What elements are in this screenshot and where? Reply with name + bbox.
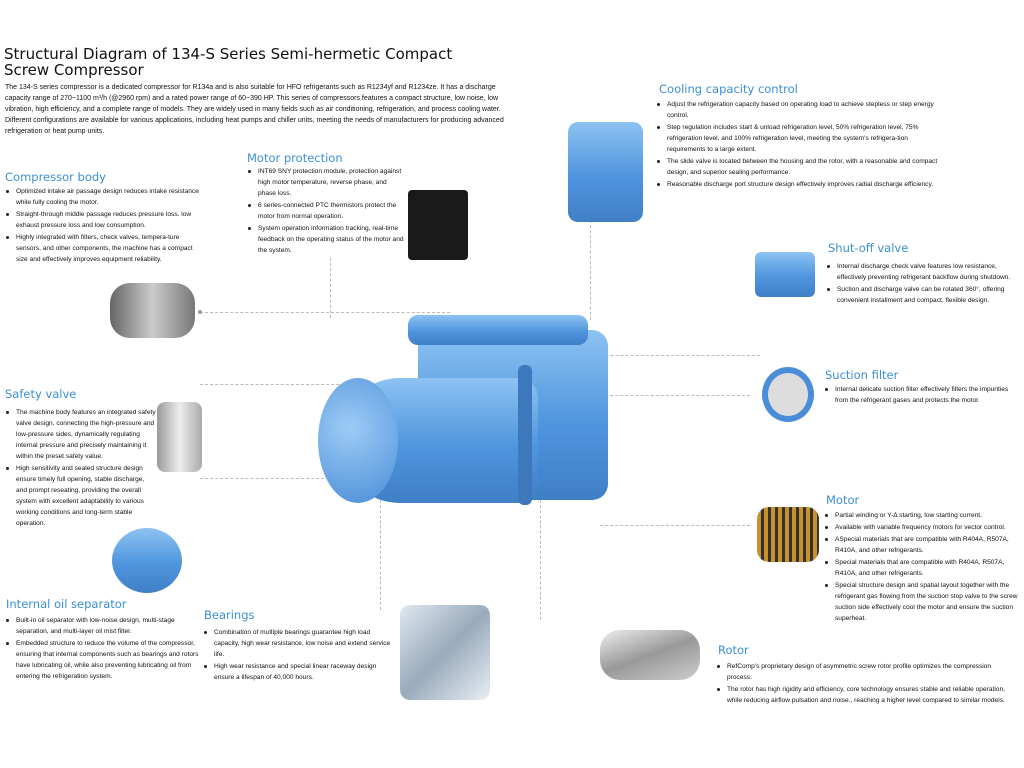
- list-item: System operation information tracking, r…: [246, 223, 404, 256]
- motor-list: Partial winding or Y-Δ starting, low sta…: [823, 510, 1023, 625]
- safety-valve-image: [157, 402, 202, 472]
- leader-line: [590, 220, 591, 320]
- shutoff-valve-list: Internal discharge check valve features …: [825, 261, 1023, 307]
- shutoff-valve-image: [755, 252, 815, 297]
- safety-valve-heading: Safety valve: [5, 387, 77, 401]
- list-item: The machine body features an integrated …: [4, 407, 156, 462]
- leader-line: [560, 355, 760, 356]
- bearings-heading: Bearings: [204, 608, 255, 622]
- list-item: High sensitivity and sealed structure de…: [4, 463, 156, 529]
- rotor-image: [600, 630, 700, 680]
- list-item: Combination of multiple bearings guarant…: [202, 627, 394, 660]
- leader-line: [200, 384, 400, 385]
- list-item: 6 series-connected PTC thermistors prote…: [246, 200, 404, 222]
- intro-paragraph: The 134-S series compressor is a dedicat…: [5, 84, 504, 135]
- list-item: Internal delicate suction filter effecti…: [823, 384, 1021, 406]
- motor-protection-heading: Motor protection: [247, 151, 343, 165]
- suction-filter-heading: Suction filter: [825, 368, 899, 382]
- list-item: Special structure design and spatial lay…: [823, 580, 1023, 624]
- oil-separator-list: Built-in oil separator with low-noise de…: [4, 615, 200, 683]
- list-item: Highly integrated with filters, check va…: [4, 232, 204, 265]
- oil-separator-image: [112, 528, 182, 593]
- list-item: The slide valve is located between the h…: [655, 156, 940, 178]
- rotor-list: RefComp's proprietary design of asymmetr…: [715, 661, 1005, 707]
- oil-separator-heading: Internal oil separator: [6, 597, 127, 611]
- motor-protection-list: INT69 SNY protection module, protection …: [246, 166, 404, 257]
- leader-line: [200, 478, 400, 479]
- compressor-body-heading: Compressor body: [5, 170, 106, 184]
- leader-line: [380, 500, 381, 610]
- motor-heading: Motor: [826, 493, 860, 507]
- leader-line: [330, 258, 331, 318]
- list-item: Internal discharge check valve features …: [825, 261, 1023, 283]
- slide-valve-image: [568, 122, 643, 222]
- list-item: Adjust the refrigeration capacity based …: [655, 99, 940, 121]
- list-item: Suction and discharge valve can be rotat…: [825, 284, 1023, 306]
- list-item: Optimized intake air passage design redu…: [4, 186, 204, 208]
- list-item: High wear resistance and special linear …: [202, 661, 394, 683]
- list-item: Straight-through middle passage reduces …: [4, 209, 204, 231]
- list-item: RefComp's proprietary design of asymmetr…: [715, 661, 1005, 683]
- bearings-image: [400, 605, 490, 700]
- list-item: Partial winding or Y-Δ starting, low sta…: [823, 510, 1023, 521]
- list-item: Embedded structure to reduce the volume …: [4, 638, 200, 682]
- bearings-list: Combination of multiple bearings guarant…: [202, 627, 394, 684]
- cooling-capacity-list: Adjust the refrigeration capacity based …: [655, 99, 940, 191]
- list-item: Available with variable frequency motors…: [823, 522, 1023, 533]
- leader-line: [200, 312, 450, 313]
- list-item: INT69 SNY protection module, protection …: [246, 166, 404, 199]
- motor-protection-module-image: [408, 190, 468, 260]
- list-item: ASpecial materials that are compatible w…: [823, 534, 1023, 556]
- page-title: Structural Diagram of 134-S Series Semi-…: [4, 45, 453, 79]
- list-item: Reasonable discharge port structure desi…: [655, 179, 940, 190]
- list-item: Step regulation includes start & unload …: [655, 122, 940, 155]
- compressor-main-image: [318, 310, 618, 510]
- cooling-capacity-heading: Cooling capacity control: [659, 82, 798, 96]
- leader-line: [600, 395, 750, 396]
- list-item: Special materials that are compatible wi…: [823, 557, 1023, 579]
- suction-filter-image: [762, 367, 814, 422]
- compressor-body-list: Optimized intake air passage design redu…: [4, 186, 204, 266]
- leader-dot: [198, 310, 202, 314]
- compressor-body-image: [110, 283, 195, 338]
- rotor-heading: Rotor: [718, 643, 749, 657]
- leader-line: [600, 525, 750, 526]
- safety-valve-list: The machine body features an integrated …: [4, 407, 156, 530]
- suction-filter-list: Internal delicate suction filter effecti…: [823, 384, 1021, 407]
- list-item: The rotor has high rigidity and efficien…: [715, 684, 1005, 706]
- motor-stator-image: [757, 507, 819, 562]
- list-item: Built-in oil separator with low-noise de…: [4, 615, 200, 637]
- shutoff-valve-heading: Shut-off valve: [828, 241, 909, 255]
- leader-line: [540, 500, 541, 620]
